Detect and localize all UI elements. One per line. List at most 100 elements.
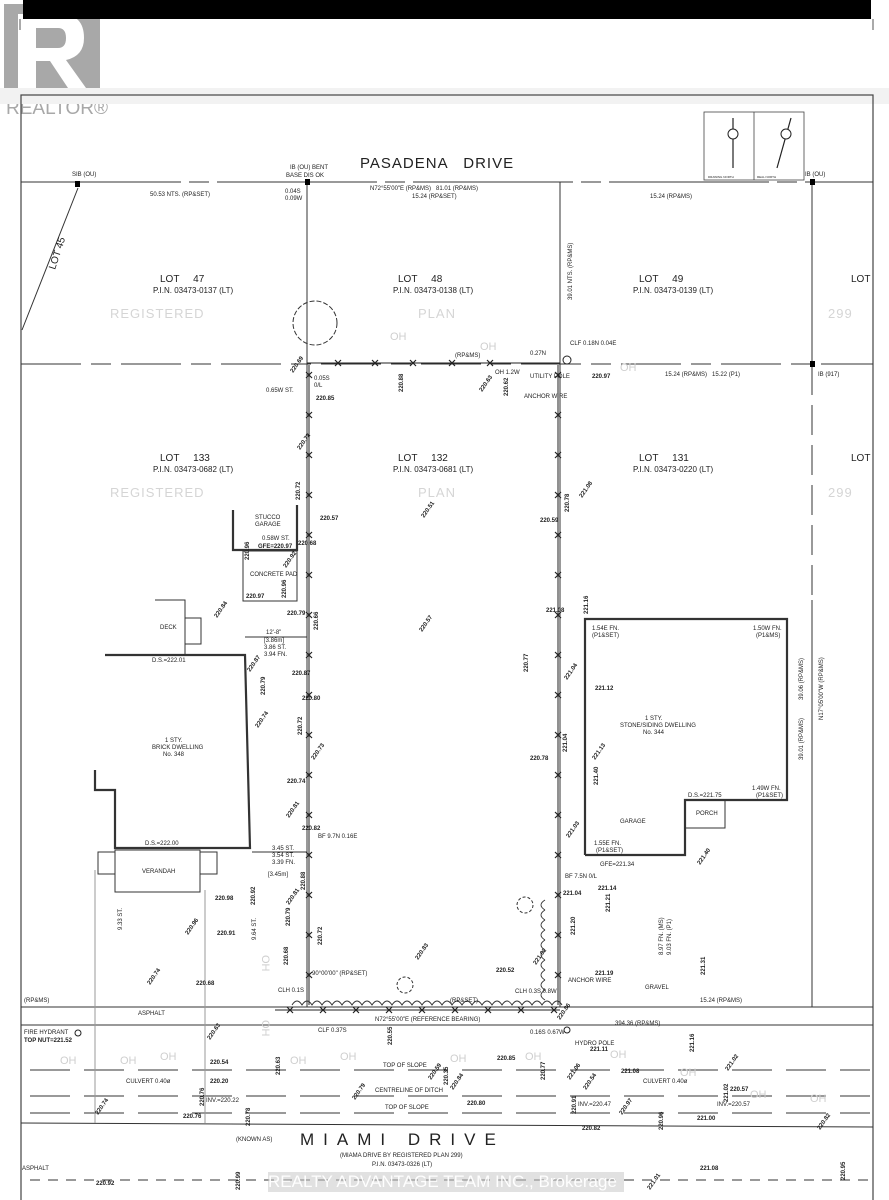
property-lines: [20, 181, 874, 1181]
spot-elevation: 220.72: [318, 926, 324, 945]
spot-elevation: 220.51: [421, 500, 437, 519]
tree-icon: [396, 976, 414, 994]
svg-text:1.50W FN.: 1.50W FN.: [753, 626, 782, 632]
svg-text:GARAGE: GARAGE: [255, 522, 281, 528]
spot-elevation: 221.02: [724, 1083, 730, 1102]
svg-text:HYDRO POLE: HYDRO POLE: [575, 1041, 614, 1047]
spot-elevation: 221.08: [621, 1069, 640, 1075]
spot-elevation: 220.92: [251, 886, 257, 905]
spot-elevation: 220.77: [541, 1061, 547, 1080]
fence-post-marker: [554, 771, 562, 779]
svg-text:VERANDAH: VERANDAH: [142, 869, 175, 875]
spot-elevation: 220.63: [276, 1056, 282, 1075]
svg-text:CENTRELINE OF DITCH: CENTRELINE OF DITCH: [375, 1088, 443, 1094]
svg-text:INV.=220.22: INV.=220.22: [206, 1098, 240, 1104]
overhead-wire-label: OH: [610, 1049, 627, 1061]
overhead-wire-label: OH: [60, 1055, 77, 1067]
svg-text:BF 7.5N 0/L: BF 7.5N 0/L: [565, 874, 598, 880]
svg-text:OH 1.2W: OH 1.2W: [495, 370, 520, 376]
fence-post-marker: [517, 1006, 525, 1014]
spot-elevation: 221.16: [584, 595, 590, 614]
svg-text:0.09W: 0.09W: [285, 196, 303, 202]
spot-elevation: 221.19: [595, 971, 614, 977]
spot-elevation: 220.76: [183, 1114, 202, 1120]
svg-text:39.06 (RP&MS): 39.06 (RP&MS): [799, 658, 805, 700]
svg-text:9.33 ST.: 9.33 ST.: [118, 908, 124, 930]
svg-text:STONE/SIDING DWELLING: STONE/SIDING DWELLING: [620, 723, 696, 729]
overhead-wire-label: OH: [120, 1055, 137, 1067]
fence-post-marker: [305, 571, 313, 579]
svg-text:LOT: LOT: [851, 274, 870, 285]
spot-elevation: 220.97: [246, 594, 265, 600]
fence-post-marker: [409, 359, 417, 367]
tree-icon: [516, 896, 534, 914]
fence-post-marker: [554, 891, 562, 899]
fence-post-marker: [305, 611, 313, 619]
svg-text:CULVERT 0.40ø: CULVERT 0.40ø: [643, 1079, 688, 1085]
svg-text:BASE DIS OK: BASE DIS OK: [286, 173, 324, 179]
svg-text:CULVERT 0.40ø: CULVERT 0.40ø: [126, 1079, 171, 1085]
concrete-pad: [242, 550, 298, 602]
spot-elevation: 220.85: [316, 396, 335, 402]
fence-post-marker: [305, 811, 313, 819]
spot-elevation: 220.85: [497, 1056, 516, 1062]
porch: [684, 799, 726, 829]
svg-text:CLH 0.1S: CLH 0.1S: [278, 988, 304, 994]
spot-elevation: 221.08: [700, 1166, 719, 1172]
spot-elevation: 220.72: [296, 481, 302, 500]
spot-elevation: 220.80: [467, 1101, 486, 1107]
svg-text:CONCRETE PAD: CONCRETE PAD: [250, 572, 298, 578]
svg-text:D.S.=222.01: D.S.=222.01: [152, 658, 186, 664]
svg-text:3.86 ST.: 3.86 ST.: [264, 645, 286, 651]
spot-elevation: 221.08: [546, 608, 565, 614]
spot-elevation: 220.96: [245, 541, 251, 560]
overhead-wire-label: OH: [340, 1051, 357, 1063]
fence-post-marker: [385, 1006, 393, 1014]
realtor-logo: [4, 4, 100, 96]
fence-post-marker: [448, 359, 456, 367]
overhead-wire-label: OH: [450, 1053, 467, 1065]
spot-elevation: 220.55: [388, 1026, 394, 1045]
spot-elevation: 221.13: [592, 742, 608, 761]
spot-elevation: 220.79: [352, 1082, 368, 1101]
svg-text:CLH 0.3S 0.8W: CLH 0.3S 0.8W: [515, 989, 557, 995]
spot-elevation: 220.78: [565, 493, 571, 512]
svg-text:N72°55'00"E (RP&MS) 81.01 (R: N72°55'00"E (RP&MS) 81.01 (RP&MS): [370, 186, 478, 192]
svg-text:1 STY.: 1 STY.: [645, 716, 663, 722]
svg-text:0.05S: 0.05S: [314, 376, 330, 382]
svg-text:N72°55'00"E (REFERENCE BEARING: N72°55'00"E (REFERENCE BEARING): [375, 1017, 480, 1023]
fence-post-marker: [554, 571, 562, 579]
fence-post-marker: [305, 531, 313, 539]
svg-text:15.24 (RP&MS): 15.24 (RP&MS): [700, 998, 742, 1004]
svg-text:LOT 48: LOT 48: [398, 274, 443, 285]
svg-text:INV.=220.47: INV.=220.47: [578, 1102, 612, 1108]
svg-text:0.58W ST.: 0.58W ST.: [262, 536, 290, 542]
spot-elevation: 220.59: [540, 518, 559, 524]
spot-elevation: 220.74: [287, 779, 306, 785]
svg-text:12'-8": 12'-8": [266, 630, 281, 636]
svg-text:ANCHOR WIRE: ANCHOR WIRE: [568, 978, 611, 984]
spot-elevation: 221.14: [598, 886, 617, 892]
fence-post-marker: [554, 811, 562, 819]
spot-elevation: 220.95: [841, 1161, 847, 1180]
svg-text:REGISTERED: REGISTERED: [110, 485, 205, 500]
fence-post-marker: [305, 891, 313, 899]
svg-text:IB (OU) BENT: IB (OU) BENT: [290, 165, 328, 171]
miami-drive-label: MIAMI DRIVE: [300, 1130, 505, 1149]
svg-text:N17°05'00"W (RP&MS): N17°05'00"W (RP&MS): [819, 657, 825, 720]
spot-elevation: 221.04: [563, 733, 569, 752]
spot-elevation: 221.21: [606, 893, 612, 912]
spot-elevation: 220.82: [582, 1126, 601, 1132]
svg-text:39.01 NTS. (RP&MS): 39.01 NTS. (RP&MS): [568, 243, 574, 300]
brokerage-watermark: REALTY ADVANTAGE TEAM INC., Brokerage: [268, 1172, 624, 1192]
spot-elevation: 220.20: [210, 1079, 229, 1085]
fence-post-marker: [305, 771, 313, 779]
svg-text:15.24 (RP&MS) 15.22 (P1): 15.24 (RP&MS) 15.22 (P1): [665, 372, 740, 378]
spot-elevation: 220.54: [583, 1072, 599, 1091]
fence-post-marker: [352, 1006, 360, 1014]
spot-elevation: 220.63: [479, 374, 495, 393]
svg-text:(RP&MS): (RP&MS): [24, 998, 49, 1004]
spot-elevation: 220.99: [236, 1171, 242, 1190]
